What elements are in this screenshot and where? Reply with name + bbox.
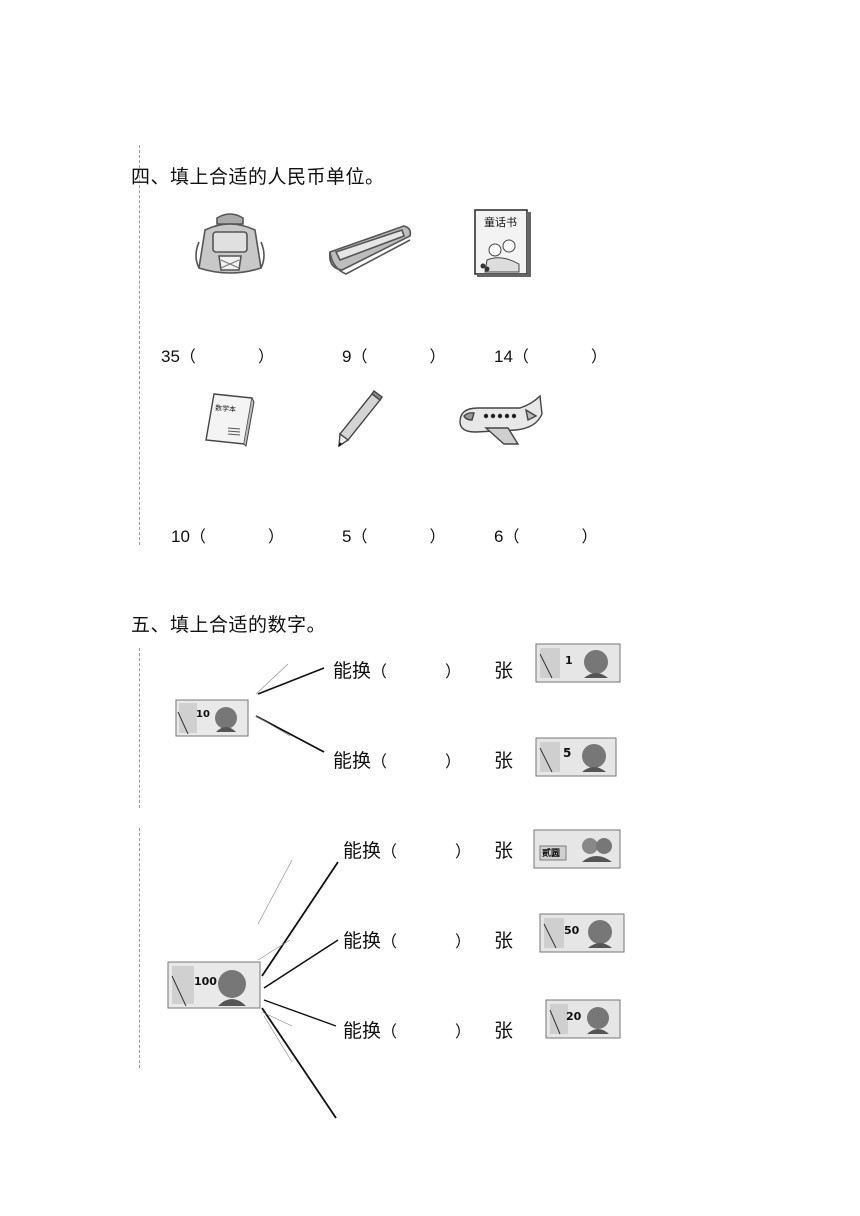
banknote-1-label: 1 [565, 654, 573, 667]
conversion-row-4[interactable]: 能换（） [343, 930, 472, 952]
conversion-row-1[interactable]: 能换（） [333, 660, 462, 682]
margin-dash [139, 145, 140, 545]
unit-zhang-4: 张 [494, 930, 514, 952]
answer-blank-6[interactable]: 6（） [494, 527, 598, 546]
unit-zhang-5: 张 [494, 1020, 514, 1042]
notebook-label: 数学本 [214, 404, 237, 414]
conversion-row-3[interactable]: 能换（） [343, 840, 472, 862]
margin-dash [139, 648, 140, 808]
banknote-20-label: 20 [566, 1010, 582, 1023]
answer-blank-5[interactable]: 5（） [342, 527, 446, 546]
answer-blank-2[interactable]: 9（） [342, 347, 446, 366]
section4-heading: 四、填上合适的人民币单位。 [131, 166, 385, 188]
conversion-row-5[interactable]: 能换（） [343, 1020, 472, 1042]
unit-zhang-3: 张 [494, 840, 514, 862]
section5-heading: 五、填上合适的数字。 [131, 614, 327, 636]
margin-dash [139, 828, 140, 1068]
unit-zhang-1: 张 [494, 660, 514, 682]
banknote-10-label: 10 [196, 709, 210, 720]
answer-blank-4[interactable]: 10（） [171, 527, 284, 546]
banknote-5-label: 5 [563, 746, 572, 760]
banknote-50-label: 50 [564, 924, 580, 937]
storybook-title: 童话书 [484, 216, 517, 229]
banknote-2-label: 贰圆 [542, 849, 561, 859]
unit-zhang-2: 张 [494, 750, 514, 772]
answer-blank-3[interactable]: 14（） [494, 347, 607, 366]
answer-blank-1[interactable]: 35（） [161, 347, 274, 366]
banknote-100-label: 100 [194, 975, 217, 988]
conversion-row-2[interactable]: 能换（） [333, 750, 462, 772]
